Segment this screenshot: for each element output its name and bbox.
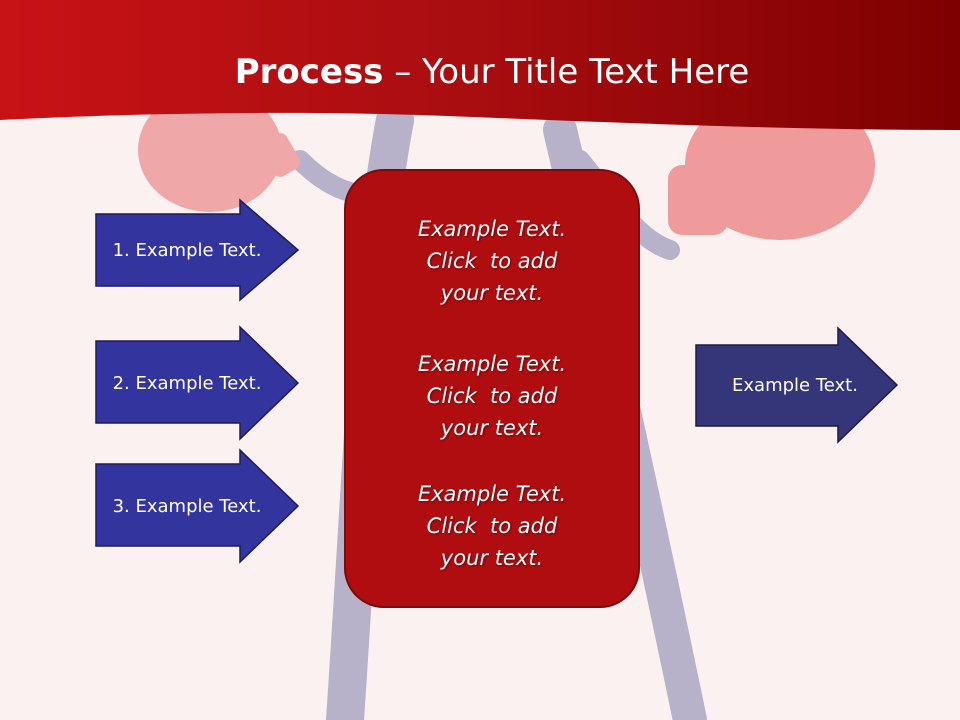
- left-glove-shape: [138, 88, 301, 212]
- center-item-2: Example Text. Click to add your text.: [344, 348, 640, 444]
- left-arrow-3-label: 3. Example Text.: [112, 495, 262, 517]
- center-content-box[interactable]: [344, 169, 640, 608]
- center-item-2-line1: Example Text.: [417, 352, 567, 376]
- center-item-2-line3: your text.: [440, 416, 544, 440]
- left-arrow-2[interactable]: 2. Example Text.: [94, 325, 300, 441]
- center-item-3-line3: your text.: [440, 546, 544, 570]
- left-arrow-2-label: 2. Example Text.: [112, 372, 262, 394]
- center-item-1: Example Text. Click to add your text.: [344, 213, 640, 309]
- center-item-2-line2: Click to add: [426, 384, 558, 408]
- right-output-arrow-label: Example Text.: [732, 374, 858, 396]
- title-bold: Process: [234, 52, 384, 92]
- slide-title: Process – Your Title Text Here: [0, 52, 960, 92]
- center-item-3-line1: Example Text.: [417, 482, 567, 506]
- center-item-3-line2: Click to add: [426, 514, 558, 538]
- center-item-1-line2: Click to add: [426, 249, 558, 273]
- left-arrow-1-label: 1. Example Text.: [112, 239, 262, 261]
- title-rest: – Your Title Text Here: [383, 52, 750, 92]
- right-output-arrow[interactable]: Example Text.: [694, 326, 900, 444]
- left-arrow-3[interactable]: 3. Example Text.: [94, 448, 300, 564]
- title-banner: [0, 0, 960, 130]
- center-item-1-line3: your text.: [440, 281, 544, 305]
- left-arrow-1[interactable]: 1. Example Text.: [94, 198, 300, 302]
- center-item-3: Example Text. Click to add your text.: [344, 478, 640, 574]
- center-item-1-line1: Example Text.: [417, 217, 567, 241]
